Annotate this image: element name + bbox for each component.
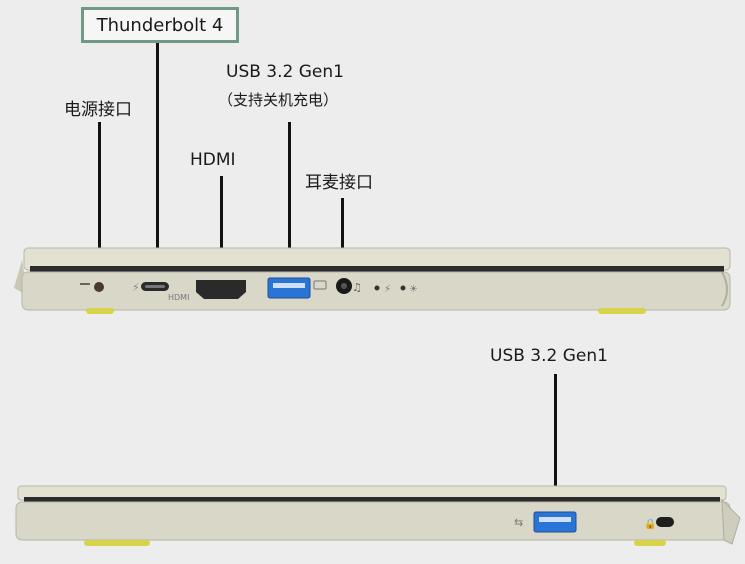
bottom-usb-leader-line: [554, 374, 557, 516]
svg-text:⚡: ⚡: [132, 281, 140, 294]
kensington-lock-icon: [656, 517, 674, 527]
laptop-side-right: ⚡ HDMI ♫ ⚡ ☀: [14, 247, 731, 314]
foot-right-bottom: [634, 540, 666, 546]
power-leader-line: [98, 122, 101, 282]
usb-leader-line: [288, 122, 291, 280]
svg-text:⇆: ⇆: [514, 516, 523, 529]
power-callout-label: 电源接口: [64, 100, 132, 120]
usb-callout-label: USB 3.2 Gen1: [226, 62, 344, 82]
audio-callout-label: 耳麦接口: [305, 173, 373, 193]
laptop-side-left: ⇆ 🔒: [15, 485, 741, 546]
thunderbolt-leader-line: [156, 43, 159, 288]
power-port-icon: [94, 282, 104, 292]
usb-callout-note: （支持关机充电）: [218, 91, 339, 109]
svg-text:⚡: ⚡: [384, 284, 391, 295]
foot-left: [86, 308, 114, 314]
svg-text:HDMI: HDMI: [168, 293, 189, 302]
svg-text:☀: ☀: [409, 284, 418, 295]
hdmi-leader-line: [220, 176, 223, 281]
hdmi-port-icon: [196, 280, 246, 299]
thunderbolt-callout: Thunderbolt 4: [81, 7, 239, 43]
svg-text:🔒: 🔒: [644, 518, 656, 530]
hdmi-callout-label: HDMI: [190, 150, 236, 170]
foot-right: [598, 308, 646, 314]
svg-text:♫: ♫: [352, 281, 362, 294]
foot-left-bottom: [84, 540, 150, 546]
bottom-usb-callout-label: USB 3.2 Gen1: [490, 346, 608, 366]
thunderbolt-label: Thunderbolt 4: [96, 14, 224, 36]
audio-leader-line: [341, 198, 344, 285]
